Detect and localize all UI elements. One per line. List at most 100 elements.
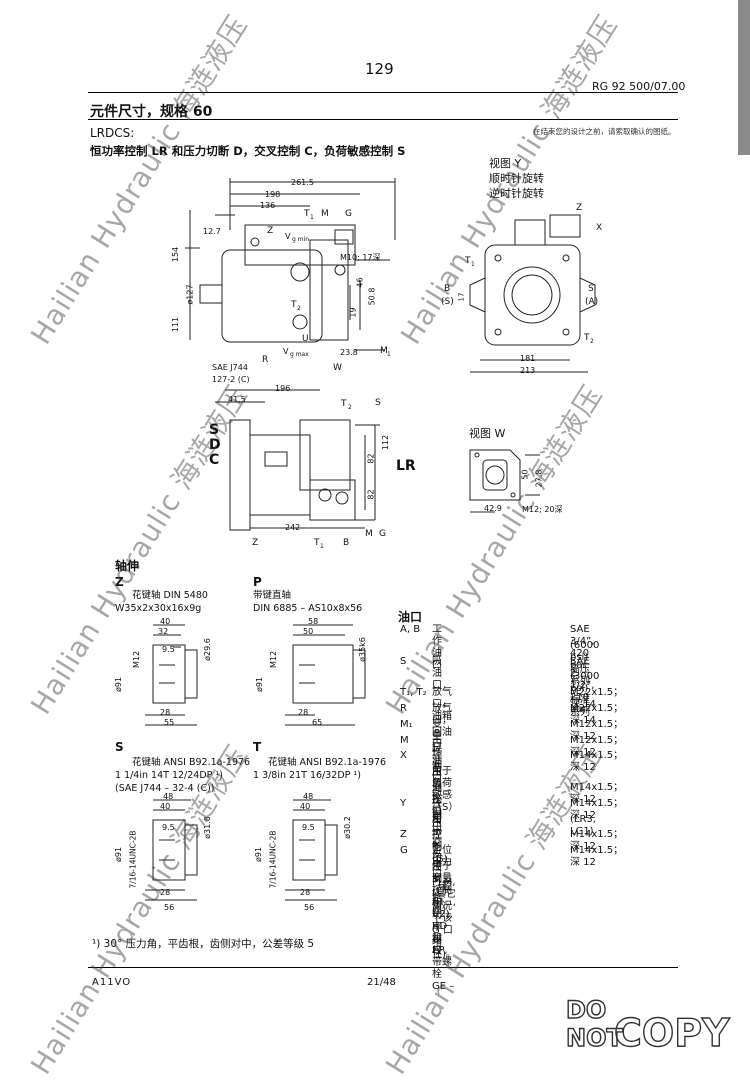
- port-spec: M22x1.5；深 14: [570, 703, 624, 726]
- port-description: 控制口: [432, 797, 442, 833]
- shaft-t-dim-dia-30-2: ø30.2: [342, 816, 352, 839]
- port-description: 用于负荷敏感（S）和: [432, 766, 459, 826]
- footer-rule: [88, 967, 678, 968]
- port-spec: SAE 2 1/2”, 210 bar: [570, 655, 595, 715]
- label-t2-front-sub: 2: [348, 404, 352, 411]
- port-code: S: [400, 655, 407, 667]
- shaft-s-dim-9-5: 9.5: [162, 823, 175, 832]
- label-sae-j744: SAE J744: [212, 363, 248, 372]
- view-y-label-t2: T: [584, 333, 590, 343]
- label-vgmax-v: V: [283, 347, 289, 356]
- port-code: M₁: [400, 718, 413, 730]
- shaft-t-code: T: [253, 740, 262, 754]
- view-y-label-x: X: [596, 223, 603, 233]
- label-m1: M: [380, 346, 388, 356]
- port-code: G: [400, 845, 408, 857]
- footer-page: 21/48: [367, 977, 396, 988]
- port-spec: M14x1.5；深 12: [570, 782, 624, 805]
- port-code: M: [400, 734, 409, 746]
- dim-dia-127: ø127: [185, 284, 195, 305]
- shaft-p-drawing: [285, 624, 366, 726]
- dim-261-5: 261.5: [291, 178, 314, 187]
- shaft-p-dim-28: 28: [298, 708, 309, 717]
- shaft-p-dim-m12: M12: [269, 650, 279, 669]
- port-spec: M14x1.5；深 12: [570, 829, 624, 853]
- shaft-t-thread: 7/16-14UNC-2B: [268, 830, 278, 889]
- port-spec: (LR3, LG1): [570, 813, 596, 837]
- label-lr-big: LR: [396, 458, 416, 474]
- port-description: 用于变量控制(H..., U2), HD 和 EP, 带螺栓 GE –: [432, 861, 456, 992]
- view-w-thread: M12; 20深: [522, 505, 563, 514]
- label-g: G: [345, 209, 352, 219]
- shaft-p-desc2: DIN 6885 – AS10x8x56: [253, 603, 363, 614]
- dim-82-bottom: 82: [366, 489, 376, 500]
- shaft-z-desc1: 花键轴 DIN 5480: [132, 590, 208, 601]
- port-spec: (3000 psi) 标准系列: [570, 671, 600, 719]
- shaft-s-desc1: 花键轴 ANSI B92.1a-1976: [132, 757, 251, 768]
- title-rule: [88, 119, 678, 120]
- label-t2: T: [291, 300, 297, 310]
- shaft-z-drawing: [145, 624, 198, 726]
- shaft-t-dim-48: 48: [303, 792, 314, 801]
- shaft-p-dim-50: 50: [303, 627, 314, 636]
- shaft-p-dim-65: 65: [312, 718, 323, 727]
- shaft-z-dim-dia-91: ø91: [114, 676, 124, 693]
- dim-112: 112: [381, 434, 391, 451]
- label-t1: T: [304, 209, 310, 219]
- view-y-label-t2-sub: 2: [590, 338, 594, 345]
- dim-46: 46: [355, 277, 365, 288]
- dim-19: 19: [348, 307, 358, 318]
- label-z-front: Z: [252, 538, 259, 548]
- port-description: 用于交叉控制(C)和功率越权: [432, 813, 447, 957]
- view-w-title: 视图 W: [469, 427, 506, 440]
- ports-heading: 油口: [398, 610, 423, 624]
- view-w-drawing: [469, 449, 540, 513]
- dim-136: 136: [260, 201, 276, 210]
- subtitle-code: LRDCS:: [90, 126, 135, 140]
- port-code: Y: [400, 797, 407, 809]
- port-description: 变量缸测压口: [432, 718, 442, 790]
- dim-196: 196: [275, 384, 291, 393]
- shaft-s-dim-28: 28: [160, 888, 171, 897]
- shaft-s-drawing: [145, 799, 198, 901]
- pump-front-view-drawing: [215, 389, 380, 531]
- view-y-ccw: 逆时针旋转: [489, 187, 544, 200]
- shaft-p-dim-dia-35k6: ø35k6: [357, 637, 367, 662]
- label-t1-front-sub: 1: [320, 543, 324, 550]
- label-t2-sub: 2: [297, 305, 301, 312]
- design-notice: 在结束您的设计之前，请索取确认的图纸。: [533, 127, 676, 136]
- page-number: 129: [365, 60, 394, 78]
- view-y-title: 视图 Y: [489, 157, 522, 170]
- label-m: M: [321, 209, 329, 219]
- port-description: 吸油口: [432, 655, 442, 691]
- stamp-not: NOT: [566, 1024, 623, 1052]
- port-spec: M12x1.5；深 12: [570, 718, 624, 742]
- view-y-label-b: B: [444, 284, 451, 294]
- header-rule: [88, 92, 678, 93]
- port-code: R: [400, 703, 407, 714]
- view-y-label-t1: T: [465, 256, 471, 266]
- dim-111: 111: [171, 316, 181, 333]
- dim-82-top: 82: [366, 453, 376, 464]
- label-vgmax-sub: g max: [290, 351, 309, 358]
- port-code: T₁, T₂: [400, 687, 427, 699]
- shaft-s-dim-48: 48: [163, 792, 174, 801]
- port-spec: M14x1.5；深 12: [570, 750, 624, 774]
- view-y-dim-181: 181: [520, 354, 536, 363]
- shaft-z-dim-40: 40: [160, 617, 171, 626]
- view-y-caption: 视图 Y 顺时针旋转 逆时针旋转: [489, 156, 544, 201]
- subtitle-description: 恒功率控制 LR 和压力切断 D，交叉控制 C，负荷敏感控制 S: [90, 144, 406, 158]
- shaft-z-desc2: W35x2x30x16x9g: [115, 603, 202, 614]
- shaft-s-desc3: (SAE J744 – 32-4 (C)): [115, 783, 215, 794]
- label-127-2c: 127-2 (C): [212, 375, 250, 384]
- port-code: Z: [400, 829, 407, 841]
- shafts-heading: 轴伸: [115, 559, 140, 573]
- view-w-dim-42-9: 42.9: [484, 504, 502, 513]
- shaft-t-dim-9-5: 9.5: [302, 823, 315, 832]
- dim-12-7: 12.7: [203, 227, 221, 236]
- label-z: Z: [267, 226, 274, 236]
- shaft-t-dim-dia-91: ø91: [254, 846, 264, 863]
- dim-m10: M10; 17深: [340, 253, 381, 262]
- port-description: 放气口，油箱: [432, 687, 452, 723]
- label-m1-sub: 1: [387, 351, 391, 358]
